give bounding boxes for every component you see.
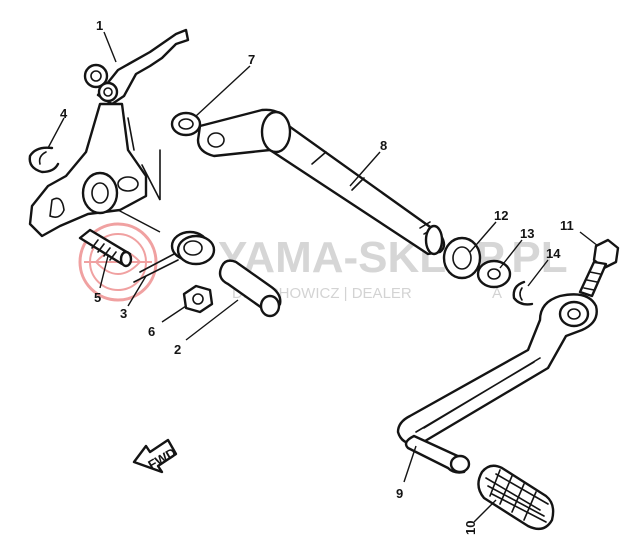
part-8-shift-shaft (196, 108, 446, 256)
svg-text:7: 7 (248, 52, 255, 67)
callout-9: 9 (396, 445, 417, 501)
callout-6: 6 (148, 305, 187, 339)
svg-text:8: 8 (380, 138, 387, 153)
part-9-change-pedal (396, 293, 598, 474)
part-5-pin (78, 228, 133, 268)
part-11-bolt (578, 238, 620, 298)
callout-13: 13 (499, 226, 534, 269)
svg-text:11: 11 (560, 218, 574, 233)
svg-text:9: 9 (396, 486, 403, 501)
svg-text:5: 5 (94, 290, 101, 305)
part-14-circlip (512, 280, 534, 306)
callout-5: 5 (94, 255, 109, 305)
part-10-pedal-rubber (477, 464, 555, 531)
part-1-shift-arm (28, 28, 190, 238)
svg-text:1: 1 (96, 18, 103, 33)
callout-2: 2 (174, 299, 239, 357)
part-7-washer (170, 111, 202, 137)
part-2-collar (218, 259, 282, 318)
svg-text:12: 12 (494, 208, 508, 223)
part-13-washer (476, 259, 512, 289)
callout-1: 1 (96, 18, 117, 63)
svg-text:14: 14 (546, 246, 561, 261)
svg-text:10: 10 (463, 521, 478, 535)
callout-12: 12 (469, 208, 508, 253)
callout-3: 3 (120, 275, 147, 321)
callout-10: 10 (463, 499, 497, 535)
callout-11: 11 (560, 218, 599, 247)
svg-text:3: 3 (120, 306, 127, 321)
svg-text:6: 6 (148, 324, 155, 339)
callout-14: 14 (527, 246, 561, 287)
watermark-subtitle-tail: A (492, 285, 502, 302)
callout-8: 8 (349, 138, 387, 187)
fwd-direction-arrow-icon: FWD (132, 438, 178, 474)
svg-text:4: 4 (60, 106, 68, 121)
svg-text:13: 13 (520, 226, 534, 241)
assembly-guide-line (117, 209, 161, 233)
part-12-oil-seal (442, 236, 482, 280)
part-4-circlip (28, 146, 60, 174)
callout-7: 7 (195, 52, 255, 117)
watermark-brand: YAMA-SKLEP.PL (218, 233, 568, 282)
part-3-return-spring (133, 230, 216, 283)
callout-4: 4 (47, 106, 68, 149)
svg-text:2: 2 (174, 342, 181, 357)
part-6-nut (182, 284, 214, 314)
